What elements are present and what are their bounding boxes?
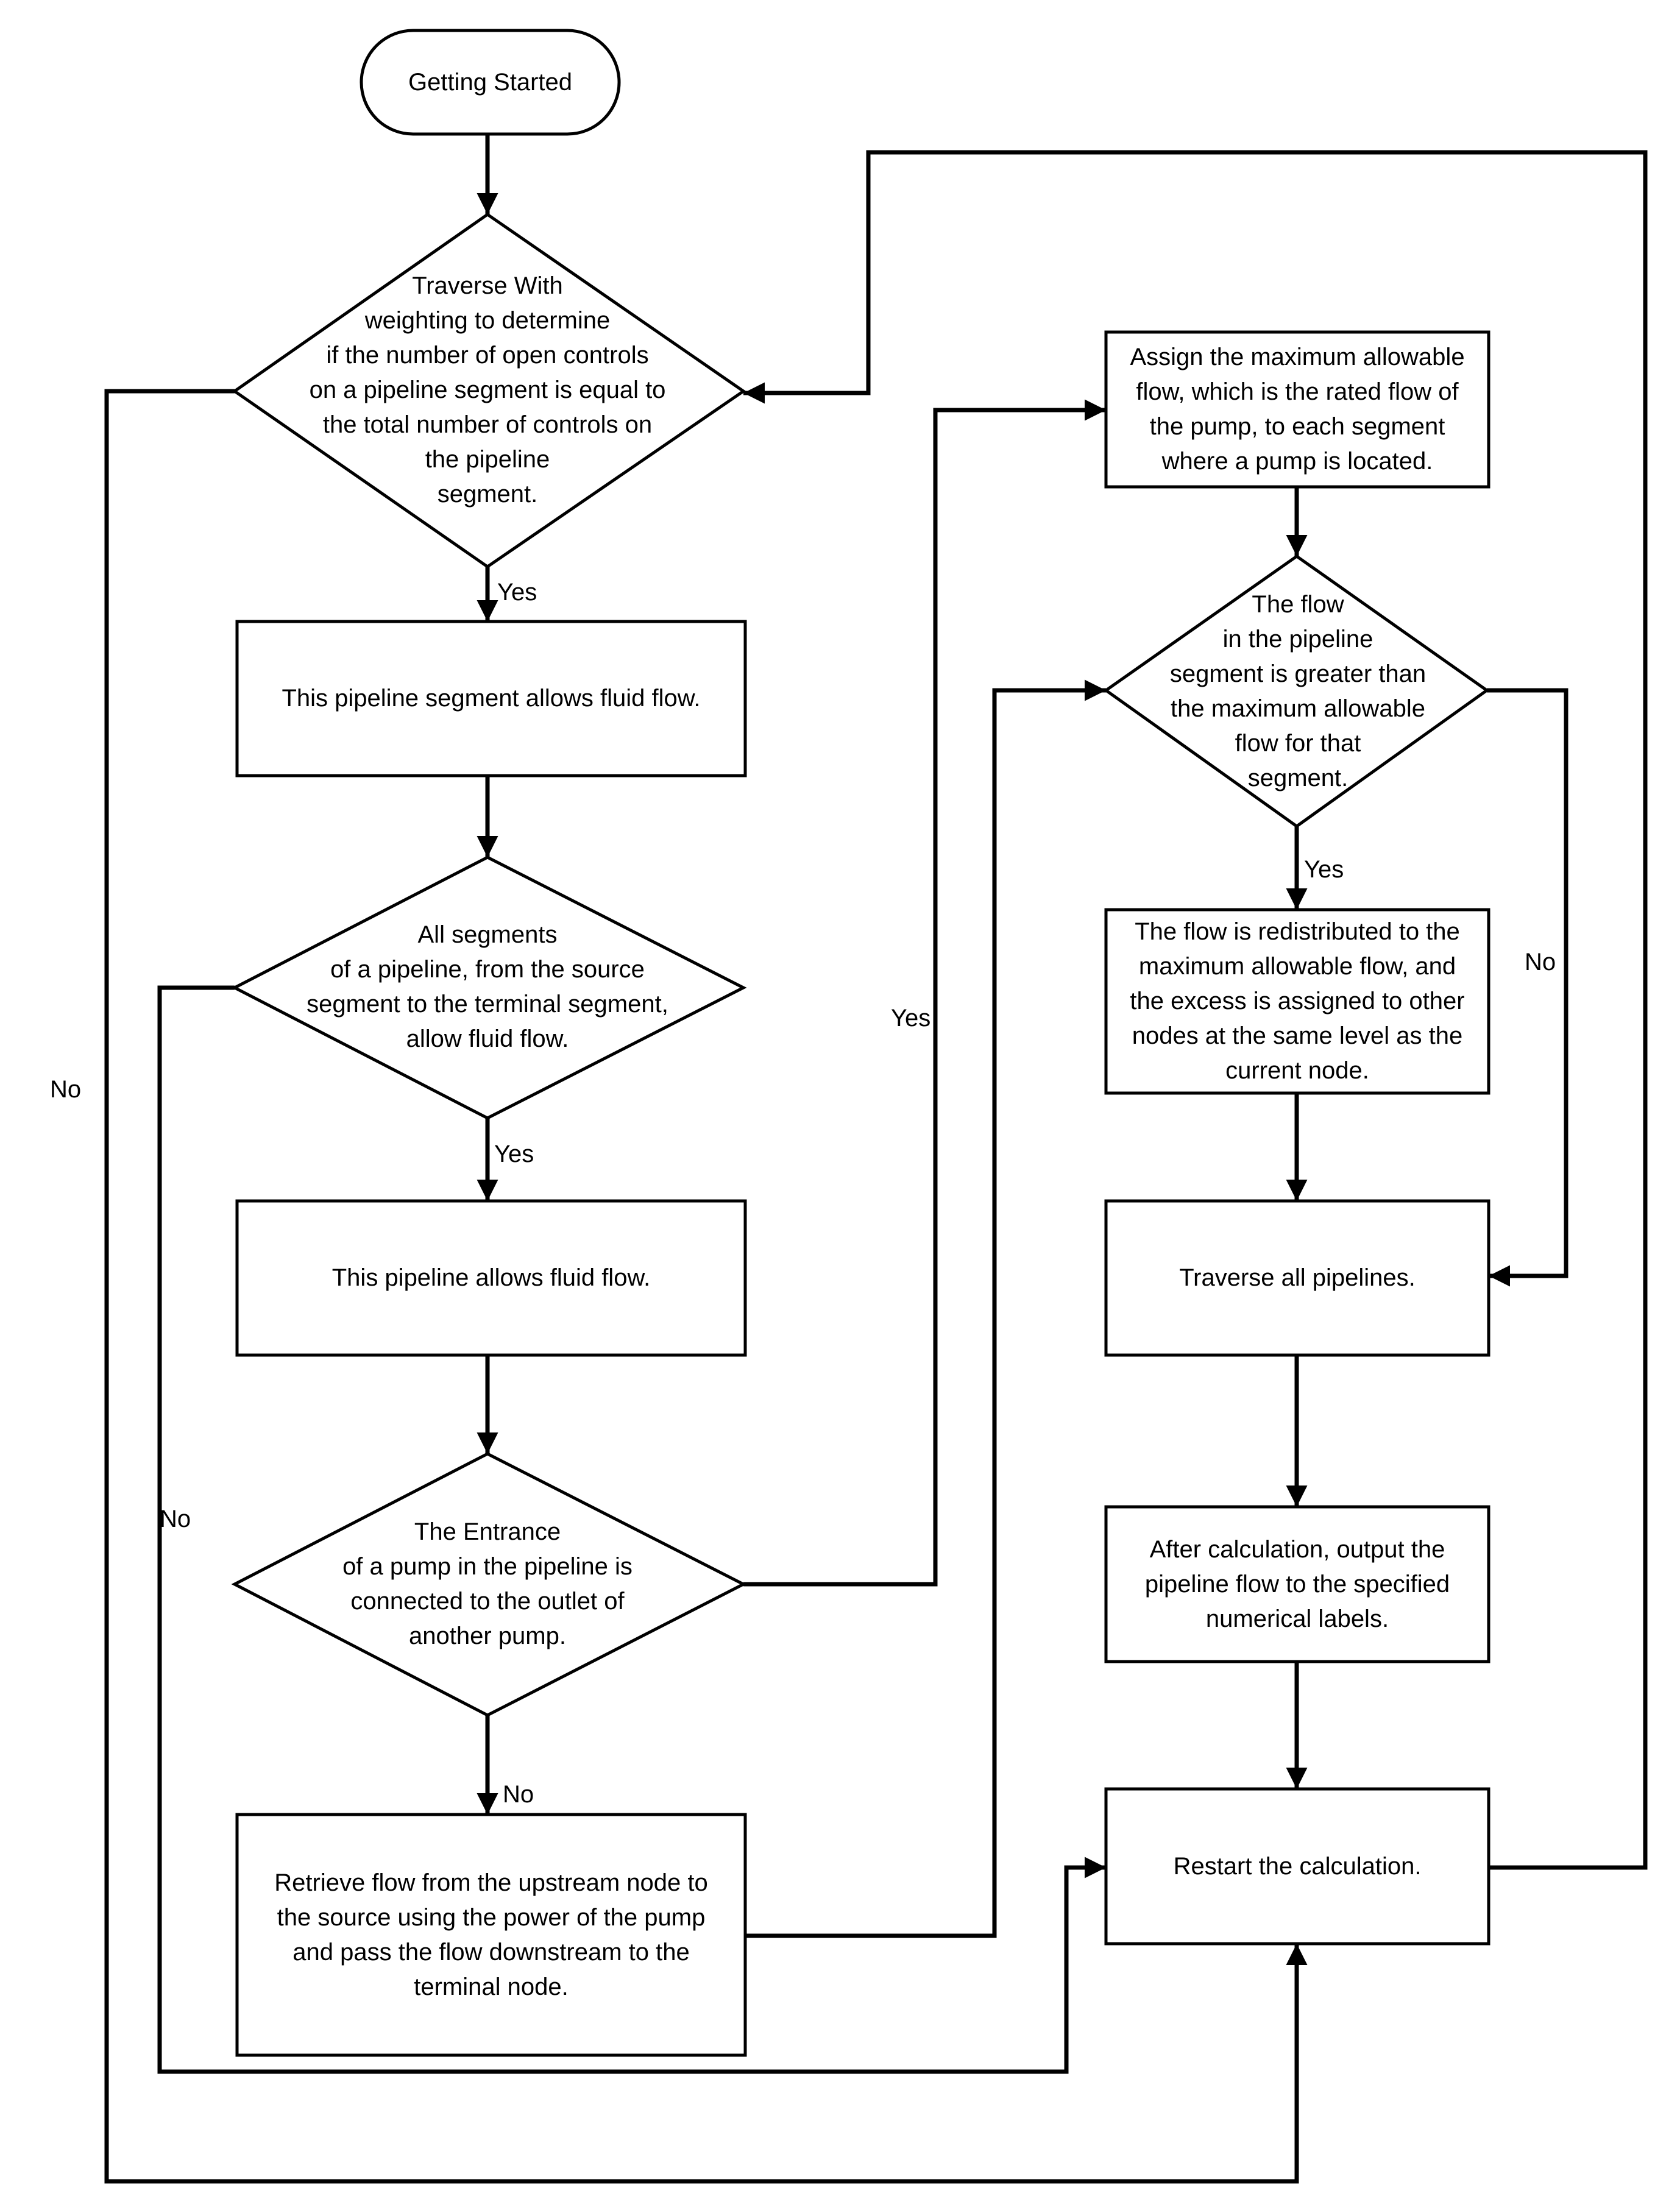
label-d3-no: No <box>503 1781 534 1808</box>
start-terminal <box>360 29 621 136</box>
decision-pump-connected-label: The Entrance of a pump in the pipeline i… <box>342 1518 633 1649</box>
process-redistribute <box>1104 908 1490 1095</box>
decision-segment-controls-label: Traverse With weighting to determine if … <box>309 272 666 508</box>
process-retrieve-flow <box>235 1813 747 2057</box>
label-d2-no: No <box>160 1506 191 1532</box>
decision-flow-greater-label: The flow in the pipeline segment is grea… <box>1169 591 1427 791</box>
redistribute-label: The flow is redistributed to the maximum… <box>1130 918 1465 1084</box>
arrow-d1-no <box>104 389 1308 2184</box>
segment-allows-flow-label: This pipeline segment allows fluid flow. <box>282 685 701 712</box>
arrow-d3-yes-to-assign <box>743 399 1106 1587</box>
start-label: Getting Started <box>408 68 573 96</box>
process-segment-allows-flow <box>235 620 747 777</box>
label-d4-yes: Yes <box>1304 856 1344 883</box>
retrieve-flow-label: Retrieve flow from the upstream node to … <box>274 1869 708 2000</box>
process-pipeline-allows-flow <box>235 1199 747 1357</box>
arrow-d4-no <box>1487 688 1568 1287</box>
label-d2-yes: Yes <box>494 1141 534 1167</box>
label-d4-no: No <box>1525 949 1556 976</box>
pipeline-allows-flow-label: This pipeline allows fluid flow. <box>331 1264 651 1291</box>
decision-all-segments-label: All segments of a pipeline, from the sou… <box>307 921 668 1052</box>
traverse-all-label: Traverse all pipelines. <box>1179 1264 1416 1291</box>
label-d3-yes: Yes <box>891 1005 930 1032</box>
arrow-d2-no <box>157 985 1106 2074</box>
output-flow-label: After calculation, output the pipeline f… <box>1144 1535 1450 1632</box>
label-d1-yes: Yes <box>497 579 537 606</box>
assign-max-flow-label: Assign the maximum allowable flow, which… <box>1130 344 1465 475</box>
arrow-retrieve-to-d4 <box>745 679 1106 1938</box>
label-d1-no: No <box>50 1076 81 1103</box>
arrow-restart-loop <box>743 150 1648 1870</box>
restart-label: Restart the calculation. <box>1173 1852 1422 1880</box>
